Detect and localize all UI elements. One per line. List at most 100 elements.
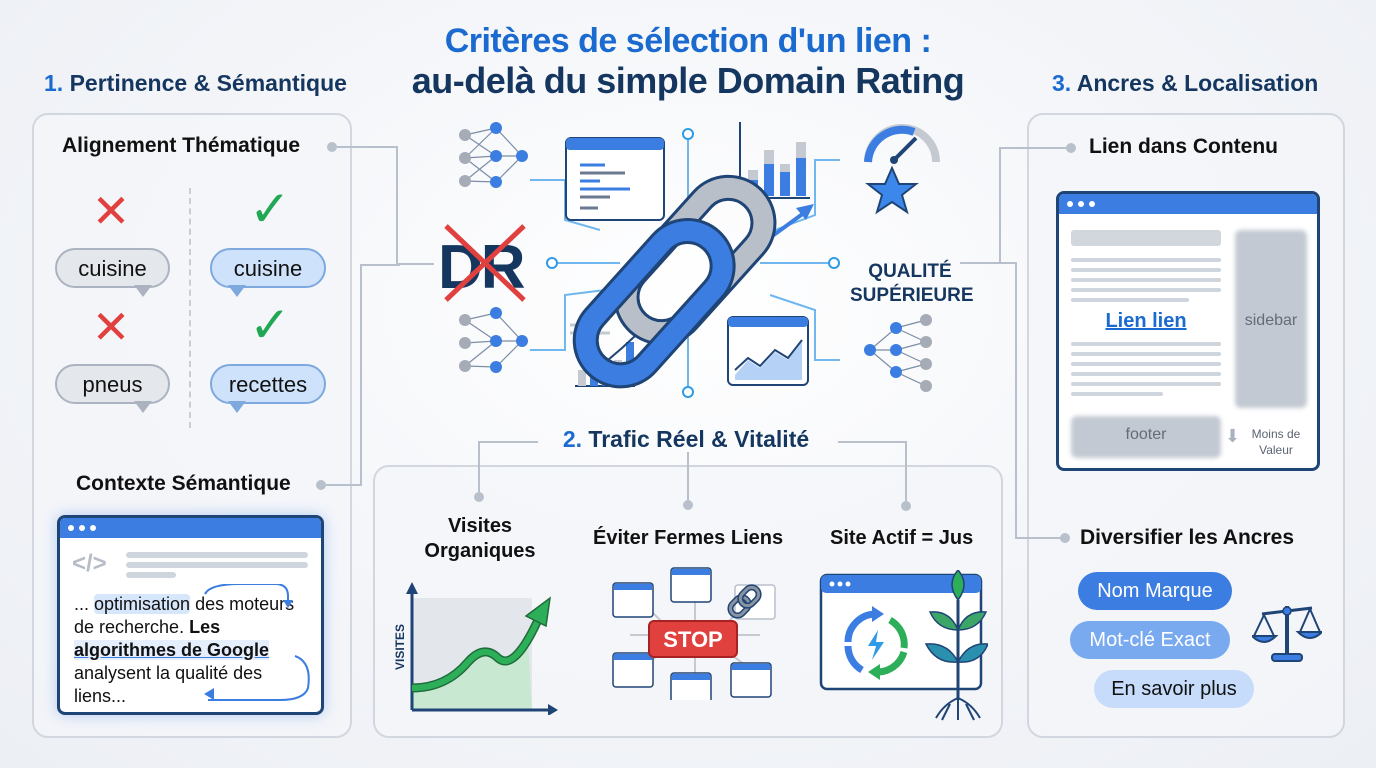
- bubble-tail: [134, 401, 152, 413]
- context-browser-window: </> ... optimisation des moteurs de rech…: [57, 515, 324, 715]
- active-site-title: Site Actif = Jus: [830, 527, 974, 549]
- connector-line: [1015, 537, 1063, 539]
- quality-line1: QUALITÉ: [868, 261, 952, 282]
- quality-label: QUALITÉ SUPÉRIEURE: [850, 260, 974, 308]
- text-placeholder: [126, 572, 176, 578]
- check-icon: ✓: [249, 297, 291, 353]
- text-placeholder: [1071, 362, 1221, 366]
- context-paragraph: ... optimisation des moteurs de recherch…: [74, 593, 319, 708]
- text-fragment: des moteurs de recherche.: [74, 594, 295, 637]
- text-placeholder: [126, 562, 308, 568]
- star-icon: [865, 165, 919, 215]
- text-placeholder: [1071, 298, 1189, 302]
- text-placeholder: [1071, 342, 1221, 346]
- text-placeholder: [126, 552, 308, 558]
- connector-dot: [327, 142, 337, 152]
- bubble-tail: [228, 285, 246, 297]
- anchor-bubble-exact-keyword: Mot-clé Exact: [1070, 621, 1230, 659]
- title-line2: Organiques: [424, 540, 536, 562]
- connector-line: [360, 264, 400, 266]
- heading-placeholder: [1071, 230, 1221, 246]
- connector-line: [960, 262, 1016, 264]
- browser-bar: [60, 518, 321, 538]
- page-layout-browser-window: Lien lien sidebar footer ⬇ Moins de Vale…: [1056, 191, 1320, 471]
- keyword-bubble-bad: pneus: [55, 364, 170, 413]
- section2-title: 2. Trafic Réel & Vitalité: [0, 426, 1374, 453]
- central-hub-illustration: [459, 122, 940, 398]
- stop-label: STOP: [663, 627, 723, 652]
- divider: [189, 188, 191, 428]
- keyword-bubble-good: cuisine: [210, 248, 326, 297]
- cross-icon: ✕: [91, 301, 131, 353]
- section2-label: Trafic Réel & Vitalité: [588, 426, 810, 452]
- connector-line: [687, 452, 689, 500]
- arrow-down-icon: ⬇: [1225, 426, 1241, 446]
- bubble-tail: [228, 401, 246, 413]
- section3-label: Ancres & Localisation: [1076, 70, 1319, 96]
- text-fragment: Les: [189, 617, 221, 637]
- in-content-title: Lien dans Contenu: [1089, 135, 1278, 158]
- text-placeholder: [1071, 258, 1221, 262]
- keyword-bubble-good: recettes: [210, 364, 326, 413]
- connector-line: [1015, 262, 1017, 538]
- connector-line: [396, 263, 434, 265]
- text-placeholder: [1071, 268, 1221, 272]
- chain-link-icon: [572, 174, 777, 389]
- alignment-title: Alignement Thématique: [62, 134, 301, 157]
- text-placeholder: [1071, 392, 1163, 396]
- text-placeholder: [1071, 352, 1221, 356]
- text-fragment: ...: [74, 594, 95, 614]
- text-placeholder: [1071, 372, 1221, 376]
- quality-line2: SUPÉRIEURE: [850, 285, 974, 306]
- cross-out-icon: [444, 224, 526, 302]
- sidebar-label: sidebar: [1244, 312, 1298, 329]
- connector-line: [478, 441, 538, 443]
- text-fragment: analysent la qualité des liens...: [74, 663, 263, 706]
- connector-line: [999, 147, 1001, 263]
- note-line1: Moins de: [1251, 427, 1301, 441]
- neural-network-icon: [459, 122, 528, 188]
- section1-label: Pertinence & Sémantique: [69, 70, 347, 96]
- section2-number: 2.: [562, 426, 583, 452]
- connector-line: [838, 441, 906, 443]
- keyword-label: pneus: [82, 372, 143, 397]
- note-line2: Valeur: [1259, 443, 1293, 457]
- connector-line: [905, 441, 907, 501]
- connector-line: [337, 146, 397, 148]
- text-placeholder: [1071, 278, 1221, 282]
- connector-line: [360, 264, 362, 486]
- less-value-note: Moins de Valeur: [1241, 426, 1311, 458]
- connector-dot: [474, 492, 484, 502]
- section3-number: 3.: [1052, 70, 1072, 96]
- organic-visits-title: Visites Organiques: [400, 514, 560, 564]
- connector-dot: [1060, 533, 1070, 543]
- visits-axis-label: VISITES: [393, 624, 407, 670]
- code-icon: </>: [72, 550, 107, 577]
- page-title-line2: au-delà du simple Domain Rating: [411, 60, 965, 101]
- connector-dot: [683, 500, 693, 510]
- anchor-bubble-brand: Nom Marque: [1078, 572, 1232, 610]
- anchor-link[interactable]: algorithmes de Google: [74, 640, 270, 660]
- link-farm-stop-illustration: STOP: [612, 567, 776, 700]
- keyword-label: cuisine: [78, 256, 147, 281]
- title-line1: Visites: [447, 515, 513, 537]
- footer-region: [1071, 416, 1221, 458]
- connector-line: [396, 146, 398, 264]
- connector-dot: [1066, 143, 1076, 153]
- connector-line: [478, 442, 480, 492]
- context-title: Contexte Sémantique: [76, 472, 291, 495]
- highlighted-keyword: optimisation: [94, 594, 191, 614]
- section3-title: 3. Ancres & Localisation: [1052, 70, 1318, 97]
- connector-dot: [316, 480, 326, 490]
- balance-scale-icon: [1252, 606, 1322, 662]
- connector-dot: [901, 501, 911, 511]
- text-placeholder: [1071, 382, 1221, 386]
- bubble-tail: [134, 285, 152, 297]
- page-title-line1: Critères de sélection d'un lien :: [444, 22, 932, 60]
- section1-number: 1.: [44, 70, 64, 96]
- section1-title: 1. Pertinence & Sémantique: [44, 70, 347, 97]
- active-site-illustration: [819, 570, 988, 721]
- browser-bar: [1059, 194, 1317, 214]
- in-content-link[interactable]: Lien lien: [1105, 310, 1187, 332]
- avoid-link-farms-title: Éviter Fermes Liens: [593, 527, 784, 549]
